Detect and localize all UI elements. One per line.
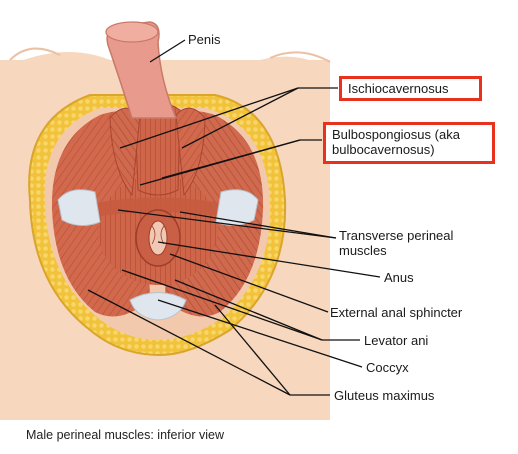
label-coccyx: Coccyx [366, 360, 409, 375]
label-levator-ani: Levator ani [364, 333, 429, 348]
penis-shape [105, 21, 178, 119]
label-transverse-perineal: Transverse perineal muscles [339, 228, 453, 258]
label-ischiocavernosus-box: Ischiocavernosus [339, 76, 482, 101]
label-transverse-line2: muscles [339, 243, 387, 258]
label-anus: Anus [384, 270, 414, 285]
label-bulbospongiosus-line2: bulbocavernosus) [332, 142, 435, 157]
label-bulbospongiosus-line1: Bulbospongiosus (aka [332, 127, 460, 142]
label-penis: Penis [188, 32, 221, 47]
figure-caption: Male perineal muscles: inferior view [26, 428, 224, 442]
label-gluteus-maximus: Gluteus maximus [334, 388, 435, 403]
muscle-layer [51, 102, 264, 317]
leader-lines [87, 39, 381, 396]
label-transverse-line1: Transverse perineal [339, 228, 454, 243]
label-external-anal-sphincter: External anal sphincter [330, 305, 463, 320]
label-bulbospongiosus-box: Bulbospongiosus (aka bulbocavernosus) [323, 122, 495, 164]
label-ischiocavernosus: Ischiocavernosus [348, 81, 449, 96]
